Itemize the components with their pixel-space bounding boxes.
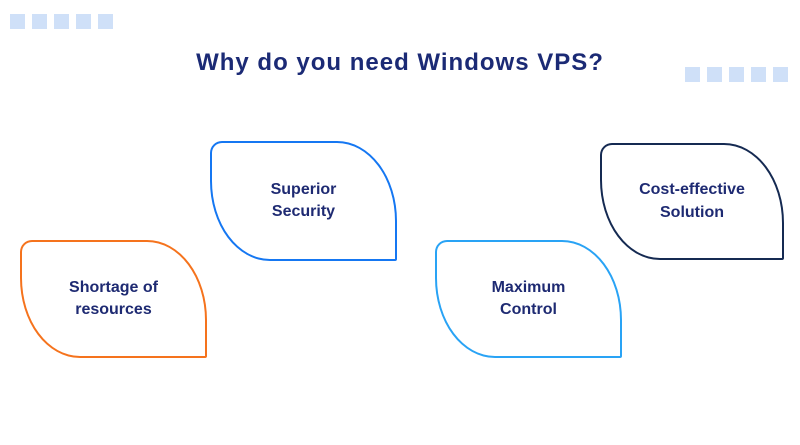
decor-square [32, 14, 47, 29]
card-shortage-of-resources-label: Shortage of resources [69, 278, 158, 318]
decor-squares-top-left [10, 14, 113, 29]
decor-square [98, 14, 113, 29]
decor-square [685, 67, 700, 82]
decor-squares-right [685, 67, 788, 82]
decor-square [10, 14, 25, 29]
decor-square [54, 14, 69, 29]
card-maximum-control-label: Maximum Control [491, 278, 566, 318]
decor-square [729, 67, 744, 82]
decor-square [76, 14, 91, 29]
card-superior-security: Superior Security [210, 141, 397, 261]
card-cost-effective-solution: Cost-effective Solution [600, 143, 784, 260]
page-title: Why do you need Windows VPS? [196, 49, 604, 77]
card-cost-effective-solution-label: Cost-effective Solution [639, 181, 745, 221]
card-maximum-control: Maximum Control [435, 240, 622, 358]
decor-square [773, 67, 788, 82]
card-superior-security-label: Superior Security [270, 180, 337, 220]
decor-square [751, 67, 766, 82]
card-shortage-of-resources: Shortage of resources [20, 240, 207, 358]
decor-square [707, 67, 722, 82]
